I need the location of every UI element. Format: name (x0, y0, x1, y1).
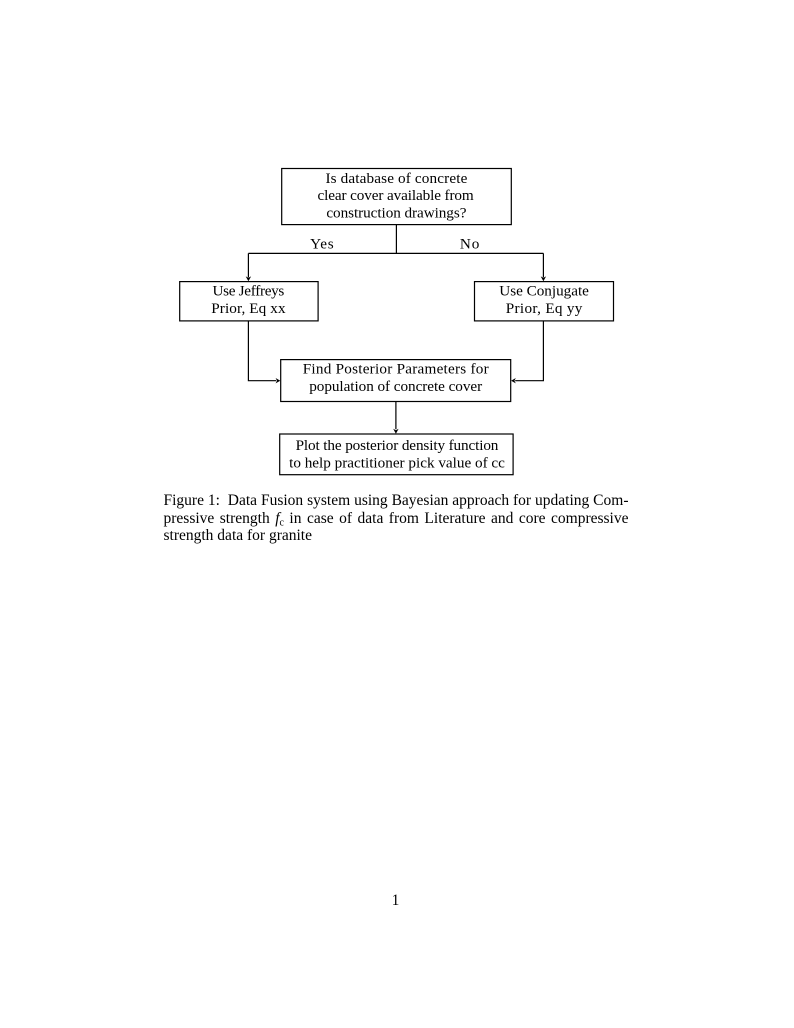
svg-text:Prior, Eq xx: Prior, Eq xx (211, 300, 286, 317)
svg-text:population of concrete cover: population of concrete cover (309, 378, 482, 395)
svg-text:Use Conjugate: Use Conjugate (499, 282, 589, 299)
svg-text:Plot the posterior density fun: Plot the posterior density function (296, 437, 499, 454)
svg-text:Yes: Yes (310, 235, 334, 252)
svg-text:No: No (460, 235, 480, 252)
svg-text:Use Jeffreys: Use Jeffreys (212, 282, 284, 299)
svg-text:to help practitioner pick valu: to help practitioner pick value of cc (289, 454, 505, 471)
svg-text:clear cover available from: clear cover available from (318, 187, 474, 204)
svg-text:Prior, Eq yy: Prior, Eq yy (506, 300, 583, 317)
svg-text:Is database of concrete: Is database of concrete (325, 170, 467, 187)
svg-text:Find Posterior Parameters for: Find Posterior Parameters for (303, 361, 489, 378)
svg-text:construction drawings?: construction drawings? (326, 205, 466, 222)
